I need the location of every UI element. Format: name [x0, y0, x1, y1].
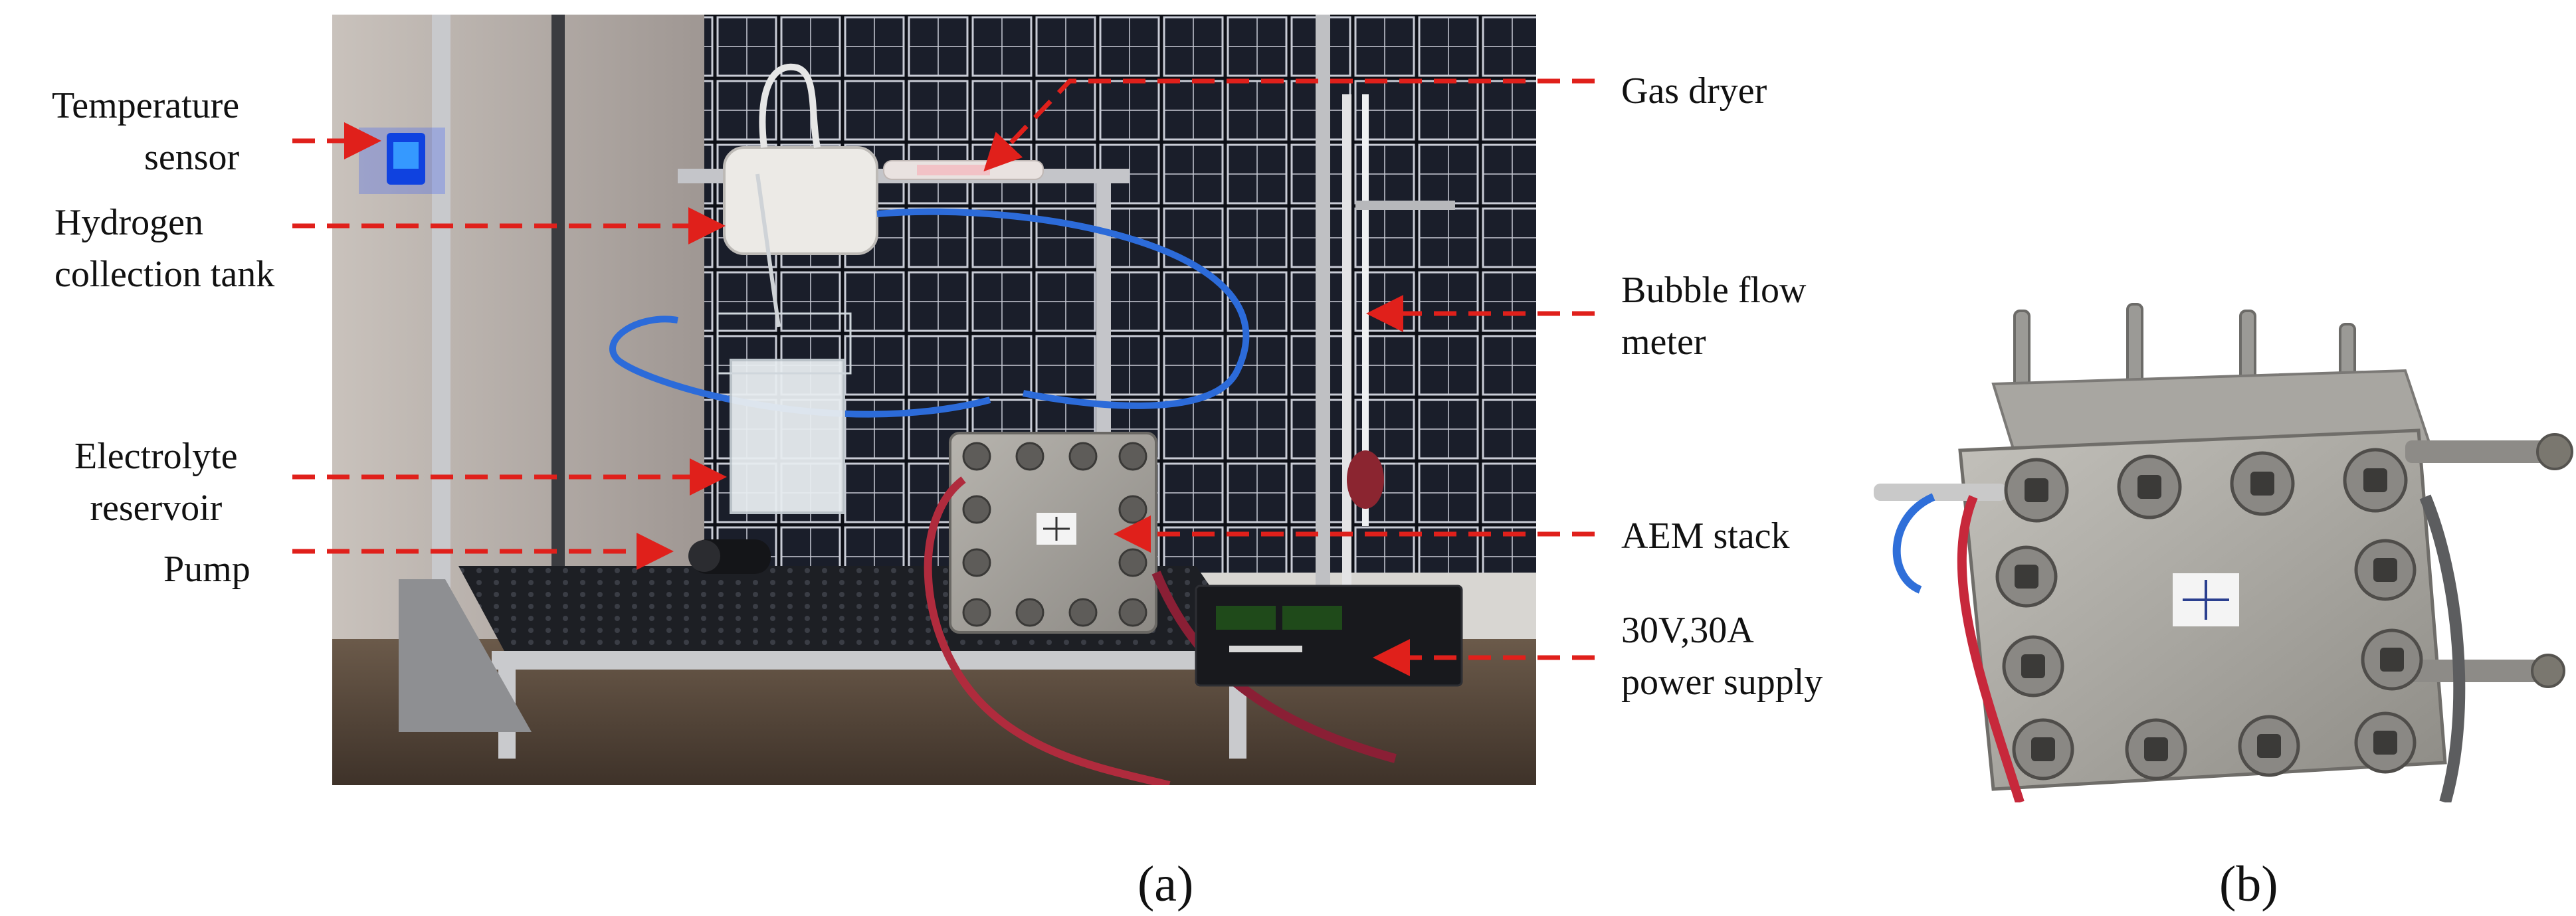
- label-aem-stack: AEM stack: [1621, 515, 1790, 557]
- label-line: reservoir: [90, 488, 223, 529]
- label-power-supply: 30V,30A power supply: [1621, 604, 1823, 708]
- panel-b-caption: (b): [2219, 856, 2278, 912]
- label-line: meter: [1621, 321, 1706, 363]
- label-line: power supply: [1621, 662, 1823, 703]
- panel-a-caption: (a): [1138, 856, 1194, 912]
- label-temperature-sensor: Temperature sensor: [52, 80, 239, 183]
- arrow-gas-dryer: [983, 78, 1595, 172]
- label-pump: Pump: [163, 549, 250, 590]
- label-bubble-flow-meter: Bubble flow meter: [1621, 264, 1806, 368]
- label-line: Electrolyte: [74, 436, 238, 477]
- photo-test-bench: [332, 15, 1536, 785]
- label-hydrogen-collection-tank: Hydrogen collection tank: [54, 197, 274, 300]
- label-line: 30V,30A: [1621, 610, 1754, 651]
- label-line: Bubble flow: [1621, 270, 1807, 311]
- label-electrolyte-reservoir: Electrolyte reservoir: [74, 430, 238, 534]
- label-gas-dryer: Gas dryer: [1621, 70, 1767, 112]
- photo-aem-stack-closeup: [1860, 298, 2576, 802]
- label-line: sensor: [144, 137, 240, 178]
- label-line: Temperature: [52, 85, 240, 126]
- label-line: collection tank: [54, 254, 275, 295]
- label-line: Hydrogen: [54, 202, 203, 243]
